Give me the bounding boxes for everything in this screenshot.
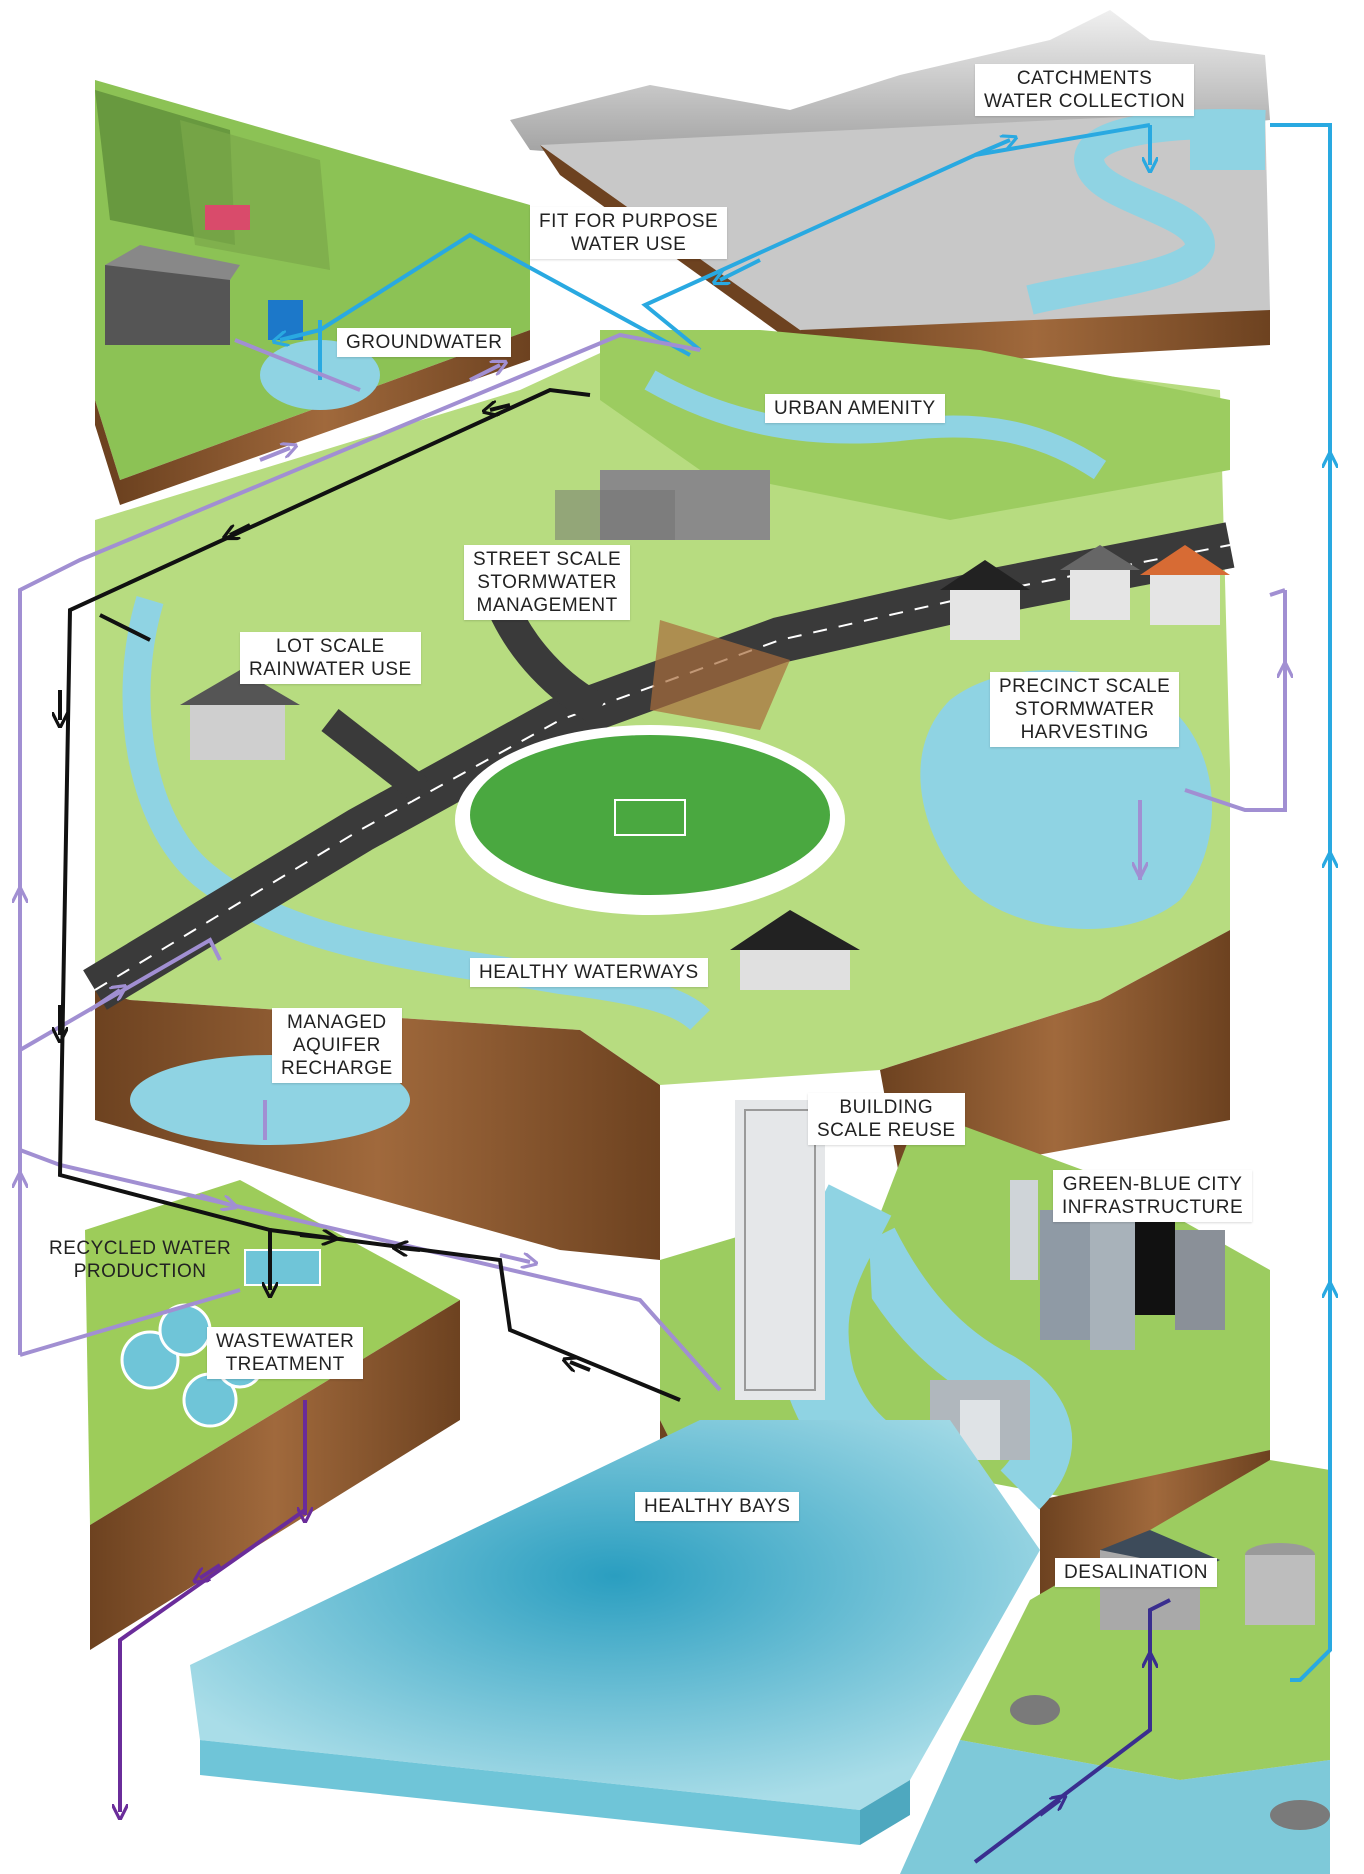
label-urban-amenity: URBAN AMENITY [765, 394, 945, 423]
label-line: GROUNDWATER [346, 332, 503, 353]
label-line: TREATMENT [225, 1354, 345, 1375]
label-line: AQUIFER [292, 1035, 381, 1056]
outfall-flows [120, 1400, 305, 1812]
label-line: LOT SCALE [276, 636, 385, 657]
reservoir [1190, 110, 1265, 170]
label-line: FIT FOR PURPOSE [539, 211, 719, 232]
city-block [845, 1110, 1270, 1600]
label-healthy-bays: HEALTHY BAYS [635, 1492, 800, 1521]
label-line: RECYCLED WATER [49, 1238, 232, 1259]
bay-block [190, 1420, 1040, 1845]
label-line: HEALTHY WATERWAYS [479, 962, 699, 983]
label-line: CATCHMENTS [1016, 68, 1153, 89]
label-line: STREET SCALE [473, 549, 622, 570]
label-line: STORMWATER [1014, 699, 1155, 720]
label-desalination: DESALINATION [1055, 1558, 1217, 1587]
label-line: MANAGEMENT [476, 595, 618, 616]
recycled-water-flows [20, 332, 1285, 1392]
shed-icon [105, 265, 230, 345]
label-line: GREEN-BLUE CITY [1062, 1174, 1243, 1195]
label-street-scale: STREET SCALE STORMWATER MANAGEMENT [464, 545, 631, 620]
treatment-tank-icon [244, 1249, 321, 1286]
catchment-river [1026, 109, 1266, 315]
label-line: RAINWATER USE [249, 659, 412, 680]
label-line: HEALTHY BAYS [644, 1496, 791, 1517]
label-line: INFRASTRUCTURE [1062, 1197, 1244, 1218]
desal-intake-flows [973, 1598, 1171, 1864]
highrise-icon [735, 1100, 825, 1400]
healthy-waterway [122, 595, 710, 1031]
label-line: RECHARGE [281, 1058, 393, 1079]
label-line: DESALINATION [1064, 1562, 1208, 1583]
label-line: BUILDING [839, 1097, 934, 1118]
label-line: HARVESTING [1020, 722, 1149, 743]
label-building-scale: BUILDING SCALE REUSE [808, 1093, 965, 1145]
label-healthy-waterways: HEALTHY WATERWAYS [470, 958, 708, 987]
label-lot-scale: LOT SCALE RAINWATER USE [240, 632, 421, 684]
farm-block [95, 80, 530, 505]
label-line: STORMWATER [477, 572, 617, 593]
label-line: WATER USE [570, 234, 687, 255]
label-line: PRECINCT SCALE [999, 676, 1171, 697]
label-line: PRODUCTION [73, 1261, 207, 1282]
label-precinct-scale: PRECINCT SCALE STORMWATER HARVESTING [990, 672, 1180, 747]
label-line: SCALE REUSE [817, 1120, 956, 1141]
fit-for-purpose-flows [280, 123, 1330, 1682]
label-line: WATER COLLECTION [984, 91, 1186, 112]
label-recycled-water: RECYCLED WATER PRODUCTION [40, 1234, 240, 1286]
label-line: WASTEWATER [216, 1331, 355, 1352]
label-wastewater: WASTEWATER TREATMENT [207, 1327, 364, 1379]
label-catchments: CATCHMENTS WATER COLLECTION [975, 64, 1195, 116]
tractor-icon [205, 205, 250, 230]
tower-icon [1010, 1180, 1038, 1280]
wastewater-flows [60, 387, 681, 1402]
label-green-blue-city: GREEN-BLUE CITY INFRASTRUCTURE [1053, 1170, 1253, 1222]
lot-house-icon [190, 700, 285, 760]
label-line: URBAN AMENITY [774, 398, 936, 419]
label-line: MANAGED [287, 1012, 387, 1033]
label-fit-for-purpose: FIT FOR PURPOSE WATER USE [530, 207, 728, 259]
precinct-house-icon [950, 590, 1020, 640]
pavilion-icon [740, 945, 850, 990]
label-groundwater: GROUNDWATER [337, 328, 512, 357]
label-managed-aquifer: MANAGED AQUIFER RECHARGE [272, 1008, 402, 1083]
